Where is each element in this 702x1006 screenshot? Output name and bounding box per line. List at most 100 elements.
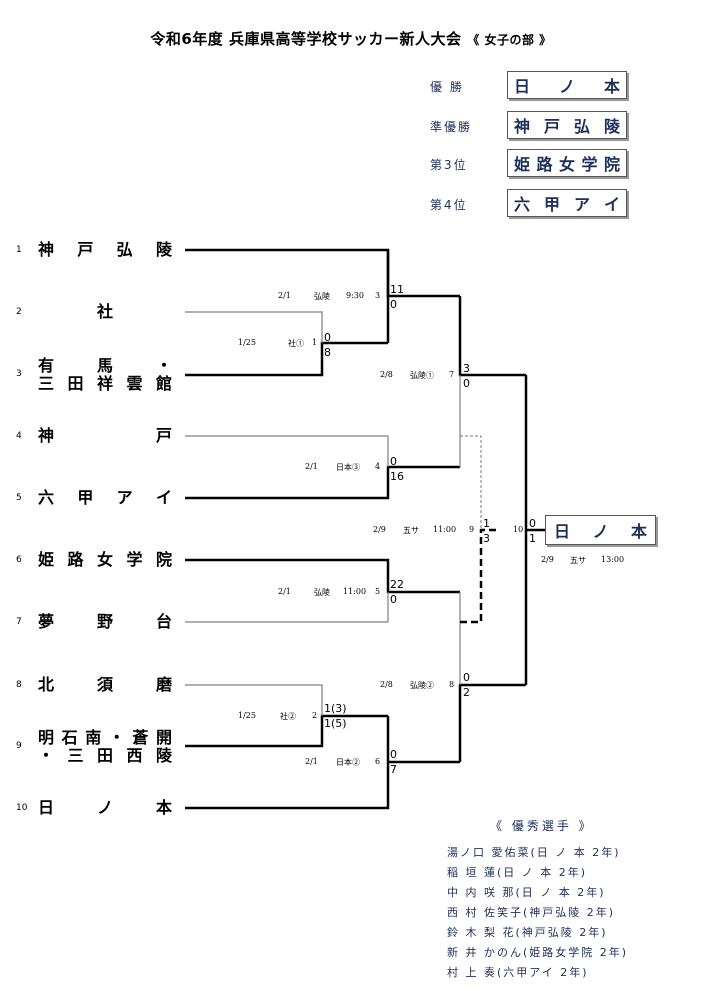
seed-number: 5 bbox=[16, 493, 22, 503]
seed-number: 1 bbox=[16, 245, 22, 255]
match-score: 0 bbox=[390, 748, 397, 761]
result-char: ア bbox=[573, 195, 590, 214]
match-venue: 弘陵 bbox=[314, 588, 330, 597]
result-label-2: 準優勝 bbox=[430, 120, 473, 134]
result-box-1: 日ノ本 bbox=[507, 71, 627, 99]
match-score: 0 bbox=[390, 298, 397, 311]
bracket-line bbox=[185, 714, 388, 748]
awards-title: 《 優秀選手 》 bbox=[490, 819, 594, 833]
match-number: 8 bbox=[449, 680, 455, 689]
award-entry: 新 井 かのん(姫路女学院 2年) bbox=[447, 946, 629, 959]
match-venue: 弘陵② bbox=[410, 681, 434, 690]
team-name: 社 bbox=[38, 303, 172, 321]
result-char: 院 bbox=[603, 155, 620, 174]
seed-number: 8 bbox=[16, 680, 22, 690]
match-number: 1 bbox=[312, 338, 318, 347]
match-score: 1 bbox=[529, 532, 536, 545]
bracket-line bbox=[185, 248, 460, 298]
team-char: 甲 bbox=[77, 488, 94, 507]
match-venue: 社② bbox=[280, 712, 296, 721]
team-char: 戸 bbox=[155, 426, 172, 445]
team-char: 有 bbox=[38, 356, 55, 375]
match-number: 3 bbox=[375, 291, 381, 300]
page-subtitle: 《 女子の部 》 bbox=[467, 33, 552, 47]
match-date: 2/9 bbox=[541, 555, 554, 564]
bracket-line bbox=[185, 435, 389, 467]
bracket-line bbox=[185, 592, 389, 623]
match-venue: 弘陵 bbox=[314, 292, 330, 301]
match-date: 2/8 bbox=[380, 370, 393, 379]
team-char: ・ bbox=[108, 728, 125, 747]
team-char: 陵 bbox=[155, 240, 172, 259]
team-char: 石 bbox=[61, 728, 78, 747]
team-char: 須 bbox=[96, 675, 113, 694]
team-char: 路 bbox=[67, 550, 84, 569]
team-char: 夢 bbox=[38, 612, 55, 631]
team-name: 神戸 bbox=[38, 427, 172, 445]
award-entry: 中 内 咲 那(日 ノ 本 2年) bbox=[447, 886, 606, 899]
team-char: 田 bbox=[67, 374, 84, 393]
team-char: 館 bbox=[155, 374, 172, 393]
result-char: ノ bbox=[558, 77, 575, 96]
result-char: 戸 bbox=[543, 117, 560, 136]
match-time: 11:00 bbox=[343, 587, 367, 596]
team-char: 磨 bbox=[155, 675, 172, 694]
match-score: 1(3) bbox=[324, 702, 347, 715]
team-char: 明 bbox=[38, 728, 55, 747]
team-char: 戸 bbox=[77, 240, 94, 259]
page-title: 令和6年度 兵庫県高等学校サッカー新人大会 《 女子の部 》 bbox=[150, 30, 552, 48]
team-char: 姫 bbox=[38, 550, 55, 569]
result-box-2: 神戸弘陵 bbox=[507, 111, 627, 139]
team-char: 北 bbox=[38, 675, 55, 694]
team-char: 院 bbox=[155, 550, 172, 569]
match-venue: 日本③ bbox=[336, 463, 360, 472]
match-number: 10 bbox=[513, 525, 524, 534]
match-score: 16 bbox=[390, 470, 404, 483]
match-score: 0 bbox=[463, 671, 470, 684]
match-time: 9:30 bbox=[346, 291, 364, 300]
seed-number: 6 bbox=[16, 555, 22, 565]
award-entry: 湯ノ口 愛佑菜(日 ノ 本 2年) bbox=[447, 846, 621, 859]
match-venue: 日本② bbox=[336, 758, 360, 767]
bracket-line bbox=[185, 558, 460, 594]
match-number: 6 bbox=[375, 757, 381, 766]
team-char: ア bbox=[116, 488, 133, 507]
match-date: 2/1 bbox=[305, 462, 318, 471]
match-date: 2/1 bbox=[305, 757, 318, 766]
match-score: 0 bbox=[463, 377, 470, 390]
match-venue: 五サ bbox=[570, 556, 586, 565]
bracket-line bbox=[185, 341, 388, 377]
match-date: 2/8 bbox=[380, 680, 393, 689]
result-char: 女 bbox=[558, 155, 575, 174]
champion-char: 本 bbox=[630, 522, 647, 541]
result-char: 弘 bbox=[573, 117, 590, 136]
seed-number: 9 bbox=[16, 741, 22, 751]
bracket-line bbox=[460, 528, 500, 624]
award-entry: 西 村 佐笑子(神戸弘陵 2年) bbox=[447, 906, 616, 919]
result-char: 甲 bbox=[543, 195, 560, 214]
match-score: 7 bbox=[390, 763, 397, 776]
match-venue: 弘陵① bbox=[410, 371, 434, 380]
team-name: 夢野台 bbox=[38, 613, 172, 631]
team-char: ノ bbox=[96, 798, 113, 817]
bracket-line bbox=[185, 311, 323, 343]
match-score: 8 bbox=[324, 346, 331, 359]
team-name: 六甲アイ bbox=[38, 489, 172, 507]
match-score: 3 bbox=[483, 532, 490, 545]
team-char: 田 bbox=[96, 746, 113, 765]
match-venue: 五サ bbox=[403, 526, 419, 535]
match-score: 2 bbox=[463, 686, 470, 699]
match-score: 3 bbox=[463, 362, 470, 375]
match-score: 11 bbox=[390, 283, 404, 296]
team-char: 蒼 bbox=[132, 728, 149, 747]
result-char: 神 bbox=[514, 117, 531, 136]
team-char: 三 bbox=[67, 746, 84, 765]
seed-number: 10 bbox=[16, 803, 28, 813]
team-char: 西 bbox=[126, 746, 143, 765]
match-date: 2/1 bbox=[278, 587, 291, 596]
match-score: 0 bbox=[529, 517, 536, 530]
result-char: 路 bbox=[536, 155, 553, 174]
team-char: 神 bbox=[38, 240, 55, 259]
team-char: 開 bbox=[155, 728, 172, 747]
